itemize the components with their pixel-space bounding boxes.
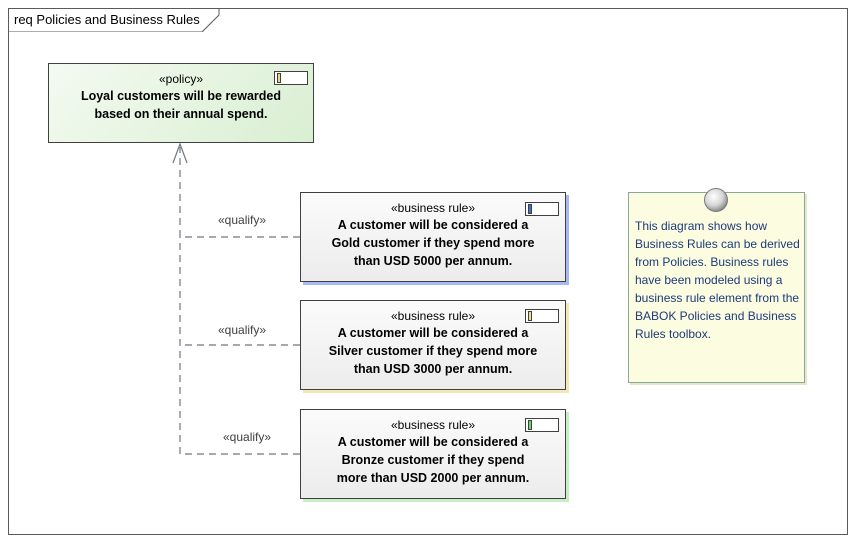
business-rule-badge-icon — [525, 418, 559, 432]
policy-stereotype: «policy» — [158, 72, 204, 86]
policy-badge-icon — [274, 71, 308, 85]
note-text: This diagram shows how Business Rules ca… — [635, 219, 800, 341]
business-rule-badge-icon — [525, 202, 559, 216]
qualify-connector-bronze — [179, 237, 300, 455]
diagram-title: req Policies and Business Rules — [14, 12, 200, 27]
business-rule-stereotype: «business rule» — [390, 418, 476, 432]
business-rule-stereotype: «business rule» — [390, 201, 476, 215]
diagram-frame-tab — [8, 8, 220, 32]
business-rule-text: A customer will be considered a Silver c… — [328, 326, 538, 376]
business-rule-silver[interactable]: «business rule» A customer will be consi… — [300, 300, 566, 390]
business-rule-bronze[interactable]: «business rule» A customer will be consi… — [300, 409, 566, 499]
business-rule-text: A customer will be considered a Gold cus… — [331, 218, 535, 268]
business-rule-gold[interactable]: «business rule» A customer will be consi… — [300, 192, 566, 282]
pushpin-icon — [703, 187, 729, 213]
qualify-arrowhead — [172, 142, 188, 164]
business-rule-text: A customer will be considered a Bronze c… — [336, 435, 530, 485]
qualify-label-bronze: «qualify» — [223, 430, 272, 444]
policy-text: Loyal customers will be rewarded based o… — [80, 89, 282, 121]
business-rule-stereotype: «business rule» — [390, 309, 476, 323]
policy-element[interactable]: «policy» Loyal customers will be rewarde… — [48, 63, 314, 143]
business-rule-badge-icon — [525, 309, 559, 323]
diagram-frame — [8, 8, 848, 535]
qualify-label-silver: «qualify» — [218, 323, 267, 337]
diagram-note[interactable]: This diagram shows how Business Rules ca… — [628, 192, 805, 383]
qualify-label-gold: «qualify» — [218, 213, 267, 227]
